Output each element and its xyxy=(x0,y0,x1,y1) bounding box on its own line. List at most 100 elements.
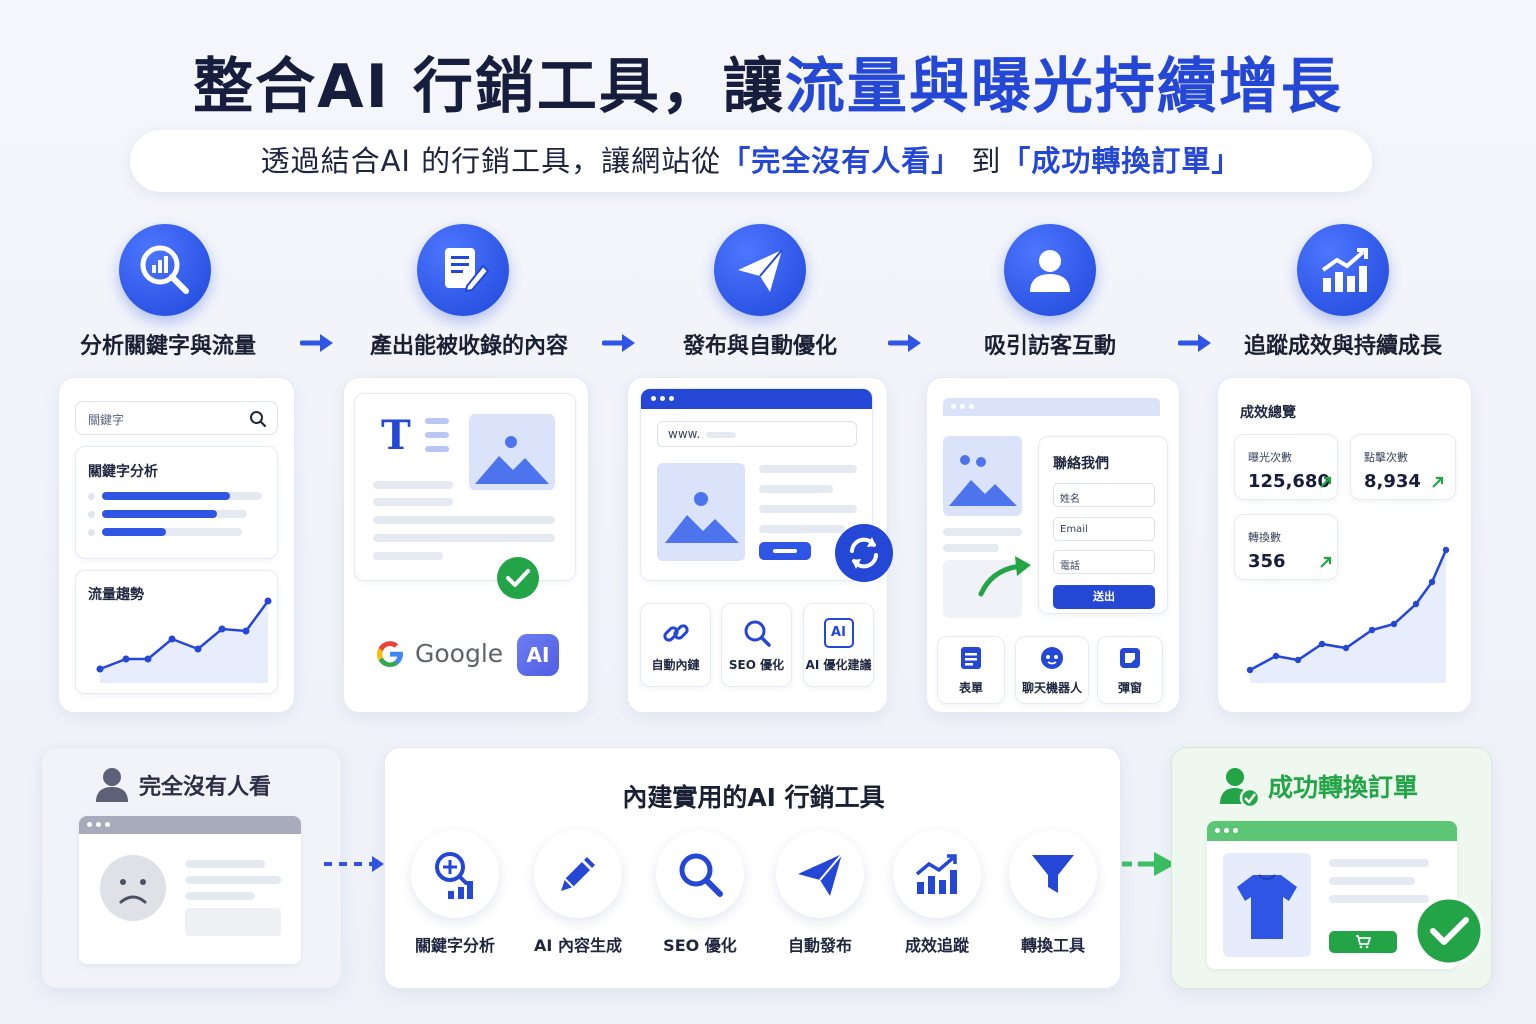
ai-content-tool[interactable] xyxy=(534,830,622,918)
after-title: 成功轉換訂單 xyxy=(1268,773,1419,802)
user-icon xyxy=(1004,224,1096,316)
seo-tool[interactable] xyxy=(656,830,744,918)
arrow-right-icon xyxy=(888,334,921,352)
keyword-bar xyxy=(102,528,166,536)
content-panel: T Google AI xyxy=(343,377,589,713)
engagement-panel: 聯絡我們 姓名 Email 電話 送出 表單 聊天機器人 彈窗 xyxy=(926,377,1180,713)
paper-plane-icon xyxy=(714,224,806,316)
tool-label: 自動發布 xyxy=(787,936,852,955)
person-icon xyxy=(96,768,128,802)
product-image xyxy=(1223,853,1311,957)
metric-impressions: 曝光次數 125,680 xyxy=(1234,434,1338,500)
keyword-bar xyxy=(102,492,230,500)
metric-clicks: 點擊次數 8,934 xyxy=(1350,434,1456,500)
title-main: 整合AI 行銷工具，讓 xyxy=(193,52,785,122)
dashed-arrow-icon xyxy=(324,856,384,872)
performance-title: 成效總覽 xyxy=(1240,405,1296,421)
url-text: www. xyxy=(668,427,701,441)
keyword-analysis-title: 關鍵字分析 xyxy=(88,464,158,480)
cart-icon xyxy=(1356,935,1371,949)
metric-label: 曝光次數 xyxy=(1248,451,1292,464)
submit-button[interactable]: 送出 xyxy=(1053,585,1155,609)
browser-window: www. xyxy=(640,388,873,581)
metric-label: 轉換數 xyxy=(1248,531,1281,544)
name-field[interactable]: 姓名 xyxy=(1053,483,1155,507)
subtitle-mid: 到 xyxy=(961,144,1002,178)
traffic-trend-title: 流量趨勢 xyxy=(88,587,144,603)
subtitle-banner: 透過結合AI 的行銷工具，讓網站從「完全沒有人看」 到「成功轉換訂單」 xyxy=(130,130,1372,192)
google-label: Google xyxy=(415,639,504,668)
tshirt-icon xyxy=(1237,874,1297,939)
paper-plane-icon xyxy=(798,853,843,896)
auto-publish-tool[interactable] xyxy=(776,830,864,918)
metric-value: 356 xyxy=(1248,551,1286,572)
search-icon[interactable] xyxy=(249,410,267,428)
publish-panel: www. 自動內鏈 SEO 優化 AI AI 優化建議 xyxy=(627,377,893,713)
check-circle-icon xyxy=(497,557,539,599)
metric-label: 點擊次數 xyxy=(1364,451,1408,464)
contact-form: 聯絡我們 姓名 Email 電話 送出 xyxy=(1038,436,1168,614)
traffic-trend-line xyxy=(96,597,272,683)
metric-value: 8,934 xyxy=(1364,471,1421,492)
tool-label: SEO 優化 xyxy=(728,657,785,672)
curved-arrow-icon xyxy=(978,556,1031,597)
growth-chart-icon xyxy=(915,854,957,894)
popup-tile[interactable]: 彈窗 xyxy=(1097,636,1163,704)
email-field[interactable]: Email xyxy=(1053,517,1155,541)
document-edit-icon xyxy=(417,224,509,316)
funnel-icon xyxy=(1032,855,1074,893)
search-icon xyxy=(679,853,723,897)
arrow-right-icon xyxy=(602,334,635,352)
add-to-cart-button[interactable] xyxy=(1329,931,1397,953)
url-bar[interactable]: www. xyxy=(657,421,857,447)
keyword-analysis-card: 關鍵字分析 xyxy=(75,446,278,559)
phone-field[interactable]: 電話 xyxy=(1053,550,1155,574)
auto-link-tile[interactable]: 自動內鏈 xyxy=(640,603,711,687)
image-placeholder-icon xyxy=(943,436,1022,516)
chatbot-tile[interactable]: 聊天機器人 xyxy=(1015,636,1089,704)
form-title: 聯絡我們 xyxy=(1053,456,1109,472)
form-icon xyxy=(961,646,981,669)
google-g-icon xyxy=(377,641,403,667)
tool-label: SEO 優化 xyxy=(663,936,737,955)
empty-website xyxy=(79,816,301,964)
article-card: T xyxy=(354,393,576,581)
trend-up-icon xyxy=(1320,556,1332,568)
publish-button[interactable] xyxy=(759,542,811,560)
step-label-4: 吸引訪客互動 xyxy=(983,334,1116,359)
popup-icon xyxy=(1120,647,1140,668)
text-type-icon: T xyxy=(381,412,411,459)
metric-value: 125,680 xyxy=(1248,471,1330,492)
sad-face-icon xyxy=(100,855,166,921)
after-panel: 成功轉換訂單 xyxy=(1171,747,1492,989)
trend-up-icon xyxy=(1320,476,1332,488)
trend-up-icon xyxy=(1432,476,1444,488)
link-icon xyxy=(662,623,689,642)
subtitle-highlight-1: 「完全沒有人看」 xyxy=(721,144,962,178)
performance-panel: 成效總覽 曝光次數 125,680 點擊次數 8,934 轉換數 356 xyxy=(1217,377,1472,713)
sync-icon xyxy=(835,524,893,582)
step-label-1: 分析關鍵字與流量 xyxy=(79,334,256,359)
keyword-analysis-tool[interactable] xyxy=(411,830,499,918)
name-field-label: 姓名 xyxy=(1060,494,1080,505)
step-label-3: 發布與自動優化 xyxy=(682,334,837,359)
seo-tile[interactable]: SEO 優化 xyxy=(721,603,792,687)
performance-tracking-tool[interactable] xyxy=(893,830,981,918)
ai-badge-icon: AI xyxy=(517,634,559,676)
step-label-2: 產出能被收錄的內容 xyxy=(369,334,568,359)
search-input[interactable]: 關鍵字 xyxy=(75,401,278,435)
toolset-panel: 內建實用的AI 行銷工具 關鍵字分析 AI 內容生成 SEO 優化 自動發布 成… xyxy=(384,747,1121,989)
tool-label: 自動內鏈 xyxy=(651,657,700,672)
shop-website xyxy=(1207,821,1457,969)
growth-chart-icon xyxy=(1297,224,1389,316)
conversion-tool[interactable] xyxy=(1009,830,1097,918)
ai-chip-icon: AI xyxy=(823,617,854,648)
traffic-trend-card: 流量趨勢 xyxy=(75,570,278,694)
tool-label: 成效追蹤 xyxy=(904,936,969,955)
form-tile[interactable]: 表單 xyxy=(937,636,1005,704)
ai-suggestion-tile[interactable]: AI AI 優化建議 xyxy=(803,603,874,687)
tool-label: 彈窗 xyxy=(1117,680,1142,695)
page-title: 整合AI 行銷工具，讓流量與曝光持續增長 xyxy=(0,38,1536,125)
before-title: 完全沒有人看 xyxy=(139,775,272,800)
tool-label: AI 優化建議 xyxy=(805,657,872,672)
